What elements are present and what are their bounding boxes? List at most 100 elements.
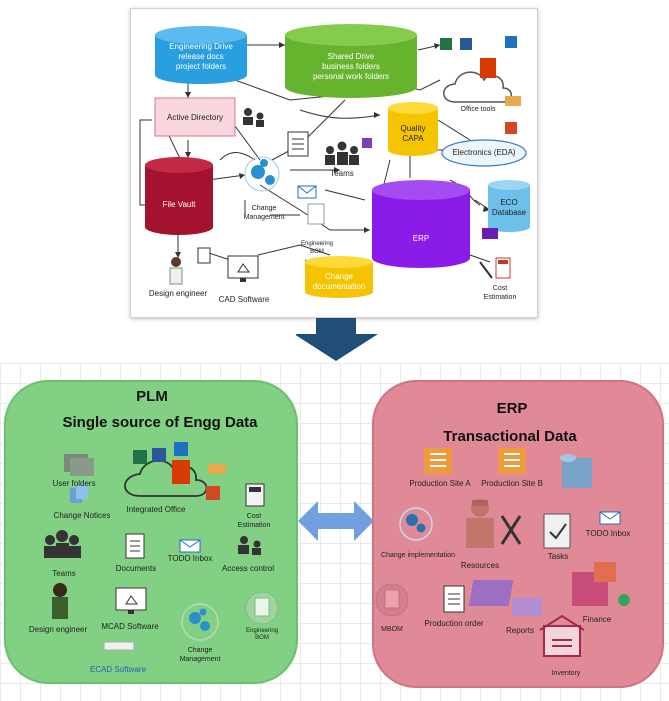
warehouse-icon bbox=[560, 454, 592, 488]
change-management-icon bbox=[181, 603, 219, 641]
change-implementation-icon bbox=[399, 507, 433, 541]
file-vault-label: File Vault bbox=[162, 200, 196, 209]
todo-inbox-mail-icon bbox=[179, 539, 201, 553]
calculator-icon bbox=[245, 483, 265, 507]
gears-icon bbox=[251, 159, 275, 185]
change-documentation-cylinder bbox=[305, 256, 373, 298]
plm-ecad-software: ECAD Software bbox=[89, 665, 147, 674]
erp-title: ERP bbox=[496, 400, 528, 417]
plm-icons bbox=[44, 442, 279, 651]
small-purple-icon bbox=[362, 138, 372, 148]
quality-capa-cylinder bbox=[388, 102, 438, 156]
erp-tasks: Tasks bbox=[547, 552, 569, 561]
documents-icon bbox=[125, 533, 145, 559]
erp-production-site-b: Production Site B bbox=[481, 479, 543, 488]
erp-reports: Reports bbox=[505, 626, 535, 635]
plm-documents: Documents bbox=[115, 564, 157, 573]
active-directory-box bbox=[154, 97, 236, 137]
todo-inbox-mail-icon-erp bbox=[599, 511, 621, 525]
office-cloud-icon bbox=[443, 71, 512, 103]
finance-boxes-icon bbox=[572, 562, 630, 606]
file-vault-cylinder bbox=[145, 157, 213, 235]
plm-design-engineer: Design engineer bbox=[28, 625, 88, 634]
plm-title: PLM bbox=[136, 388, 168, 405]
office-app-icons bbox=[440, 36, 521, 134]
design-engineer-icon bbox=[52, 583, 68, 619]
electronics-eda-ellipse bbox=[441, 139, 527, 167]
erp-subtitle: Transactional Data bbox=[443, 428, 577, 445]
erp-production-site-a: Production Site A bbox=[409, 479, 471, 488]
office-tools-label: Office tools bbox=[460, 106, 496, 113]
tools-icon bbox=[500, 515, 522, 545]
erp-change-implementation: Change implementation bbox=[381, 552, 455, 559]
admin-user-icon bbox=[243, 108, 264, 127]
erp-cylinder bbox=[372, 180, 470, 268]
resources-worker-icon bbox=[466, 499, 494, 548]
gears-ring bbox=[244, 156, 280, 192]
change-notices-icon bbox=[70, 484, 88, 503]
cad-monitor-icon bbox=[227, 255, 259, 282]
calculator-icon-top bbox=[495, 257, 511, 279]
cad-software-top-label: CAD Software bbox=[218, 295, 270, 304]
arrow-heads bbox=[175, 42, 490, 258]
design-engineer-top-label: Design engineer bbox=[148, 289, 208, 298]
shared-drive-cylinder bbox=[285, 24, 417, 98]
production-order-doc-icon bbox=[443, 585, 465, 613]
tasks-clipboard-icon bbox=[543, 513, 571, 549]
inventory-warehouse-icon bbox=[539, 614, 585, 657]
pen-icon-top bbox=[479, 261, 493, 279]
plm-access-control: Access control bbox=[221, 564, 275, 573]
plm-mcad-software: MCAD Software bbox=[101, 622, 159, 631]
plm-panel bbox=[4, 380, 298, 684]
plm-change-notices: Change Notices bbox=[53, 511, 111, 520]
electronics-eda-label: Electronics (EDA) bbox=[452, 148, 516, 157]
erp-top-label: ERP bbox=[412, 234, 430, 243]
plm-todo-inbox: TODO Inbox bbox=[167, 554, 213, 563]
erp-resources: Resources bbox=[460, 561, 500, 570]
ecad-keyboard-icon bbox=[103, 641, 135, 651]
engineering-bom-icon bbox=[245, 591, 279, 625]
erp-inventory: Inventory bbox=[551, 670, 581, 677]
legacy-diagram-graphics bbox=[139, 24, 530, 298]
mbom-icon bbox=[375, 583, 409, 617]
active-directory-label: Active Directory bbox=[166, 113, 224, 122]
teams-people-icon bbox=[325, 141, 359, 165]
access-control-icon bbox=[238, 536, 261, 555]
erp-production-order: Production order bbox=[424, 619, 484, 628]
plm-subtitle: Single source of Engg Data bbox=[62, 414, 258, 431]
transition-arrow-icon bbox=[296, 318, 378, 361]
teams-icon bbox=[44, 530, 81, 558]
engineering-drive-cylinder bbox=[155, 26, 247, 84]
erp-todo-inbox: TODO Inbox bbox=[585, 529, 631, 538]
reports-icon bbox=[468, 580, 542, 616]
tablet-icon-top bbox=[482, 228, 498, 239]
folders-icon bbox=[64, 454, 94, 476]
plm-integrated-office: Integrated Office bbox=[126, 505, 186, 514]
production-site-b-icon bbox=[498, 448, 526, 474]
eco-database-cylinder bbox=[488, 180, 530, 232]
teams-label: Teams bbox=[330, 169, 354, 178]
erp-mbom: MBOM bbox=[381, 626, 403, 633]
erp-finance: Finance bbox=[582, 615, 612, 624]
drawing-file-icon-top bbox=[197, 247, 211, 264]
erp-icons bbox=[375, 448, 630, 657]
engineer-person-icon-top bbox=[169, 257, 183, 285]
plm-user-folders: User folders bbox=[52, 479, 96, 488]
plm-teams: Teams bbox=[52, 569, 76, 578]
erp-panel bbox=[372, 380, 664, 688]
mcad-monitor-icon bbox=[115, 587, 147, 614]
sync-double-arrow-icon bbox=[298, 501, 374, 541]
integrated-office-cloud-icon bbox=[124, 459, 208, 497]
production-site-a-icon bbox=[424, 448, 452, 474]
